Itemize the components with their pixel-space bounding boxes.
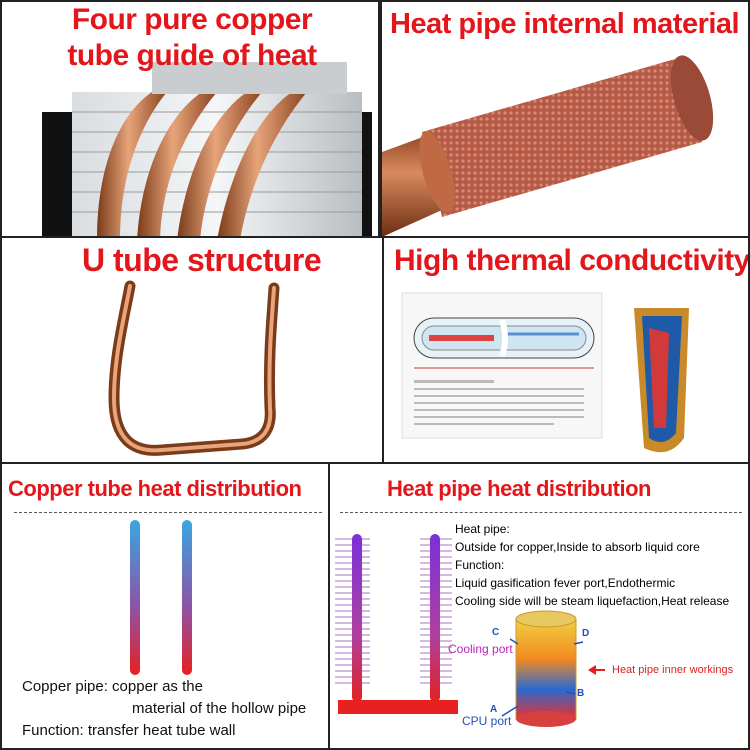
panel-internal-material: Heat pipe internal material [380,0,750,238]
panel-heat-pipe-distribution: Heat pipe heat distribution [328,462,750,750]
divider [14,512,322,513]
panel-thermal-conductivity: High thermal conductivity [382,236,750,464]
panel-title: Four pure copper tube guide of heat [62,2,322,74]
copper-pipe-gradient-diagram [130,520,192,675]
cooling-port-label: Cooling port [448,642,513,656]
caption-block: Copper pipe: copper as the material of t… [22,676,306,742]
panel-title: Heat pipe internal material [390,8,740,40]
panel-title: Heat pipe heat distribution [387,476,651,501]
panel-title: U tube structure [82,242,322,278]
title-line-1: Four pure copper [71,3,313,36]
heat-pipe-cutaway-image [382,55,714,236]
panel-u-tube: U tube structure [0,236,384,464]
caption-line-3: Function: transfer heat tube wall [22,722,236,739]
inner-workings-label: Heat pipe inner workings [612,664,734,676]
caption-line-2: material of the hollow pipe [132,700,307,717]
cpu-port-label: CPU port [462,714,512,728]
label-b: B [577,688,585,699]
desc-line-4: Liquid gasification fever port,Endotherm… [455,576,676,590]
title-line-2: tube guide of heat [67,39,317,72]
desc-line-1: Heat pipe: [455,522,510,536]
label-d: D [582,628,590,639]
desc-line-2: Outside for copper,Inside to absorb liqu… [455,540,700,554]
caption-line-1: Copper pipe: copper as the [22,678,203,695]
label-a: A [490,704,498,715]
u-tube-image [108,280,280,456]
desc-line-5: Cooling side will be steam liquefaction,… [455,594,730,608]
heat-pipe-u-diagram [335,534,605,727]
panel-title: Copper tube heat distribution [8,476,302,501]
description-block: Heat pipe: Outside for copper,Inside to … [455,520,729,610]
label-c: C [492,627,500,638]
panel-copper-tubes: Four pure copper tube guide of heat [0,0,380,238]
panel-title: High thermal conductivity [394,244,750,277]
thermal-cycle-diagram [401,292,689,453]
panel-copper-distribution: Copper tube heat distribution Copper pip… [0,462,330,750]
desc-line-3: Function: [455,558,505,572]
divider [340,512,742,513]
copper-heatsink-image [42,62,372,236]
